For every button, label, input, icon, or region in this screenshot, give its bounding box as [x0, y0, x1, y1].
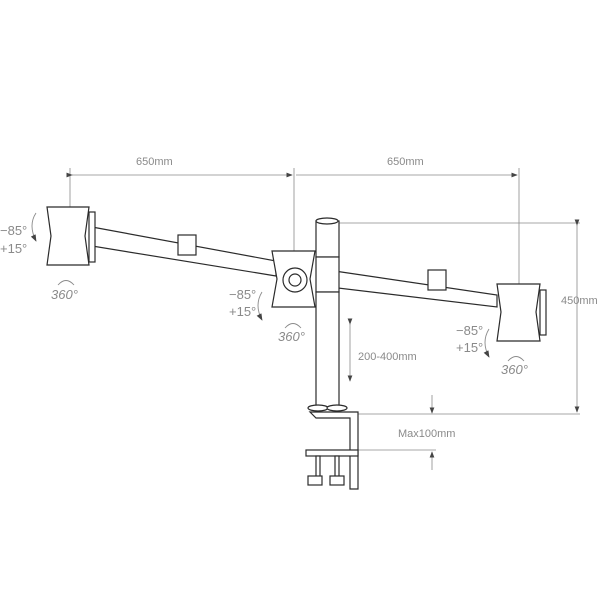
left-tilt-up: −85°	[0, 223, 28, 238]
pole	[315, 291, 340, 415]
dimension-lines	[66, 168, 580, 470]
monitor-arm	[46, 206, 547, 490]
left-rotation: 360°	[51, 287, 78, 302]
left-vesa-plate	[46, 206, 90, 266]
right-vesa-plate	[496, 283, 541, 342]
center-rotation: 360°	[278, 329, 305, 344]
right-tilt-up: −85°	[456, 323, 484, 338]
height-adjust-label: 200-400mm	[358, 351, 417, 363]
center-tilt-down: +15°	[229, 304, 257, 319]
right-rotation: 360°	[501, 362, 528, 377]
clamp-top	[308, 411, 359, 490]
left-arm-joint	[177, 234, 197, 256]
clamp-max-label: Max100mm	[398, 428, 456, 440]
right-arm	[320, 268, 498, 308]
height-label: 450mm	[561, 295, 598, 307]
left-width-label: 650mm	[136, 156, 173, 168]
right-arm-joint	[427, 269, 447, 291]
clamp-lower-arm	[305, 449, 359, 457]
right-tilt-down: +15°	[456, 340, 484, 355]
left-tilt-down: +15°	[0, 241, 28, 256]
right-width-label: 650mm	[387, 156, 424, 168]
rotation-arrows	[30, 212, 525, 362]
pole-hub	[315, 256, 340, 293]
center-tilt-up: −85°	[229, 287, 257, 302]
pole-top	[315, 220, 340, 258]
